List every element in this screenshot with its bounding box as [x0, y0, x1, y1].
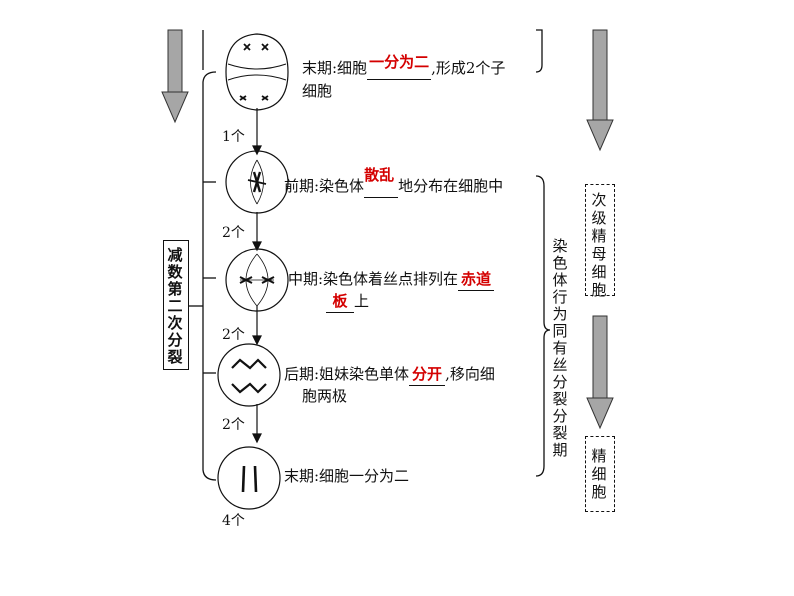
stage-2-line1: 前期:染色体散乱 地分布在细胞中 [284, 166, 504, 198]
secondary-spermatocyte-label: 次级精母细胞 [591, 191, 607, 299]
cell-anaphase-2 [217, 343, 281, 407]
stage-1-suffix: ,形成2个子 [431, 59, 506, 77]
left-down-arrow [161, 29, 189, 124]
stage-3-answer-line2: 板 [326, 290, 354, 313]
right-brace [535, 175, 551, 477]
stage-2-suffix: 地分布在细胞中 [398, 177, 504, 195]
stage-3-line2-suffix: 上 [354, 292, 370, 310]
stage-3-line2: 板上 [326, 290, 369, 313]
count-5: 4个 [222, 513, 245, 529]
sperm-cell-box: 精细胞 [585, 436, 615, 512]
cell-telophase-1 [225, 33, 289, 111]
stage-1-line1: 末期:细胞一分为二 ,形成2个子 [302, 53, 506, 80]
stage-1-blank: 一分为二 [367, 53, 432, 80]
stage-4-answer: 分开 [409, 363, 446, 386]
stage-3-answer: 赤道 [458, 268, 495, 291]
chromosome-behavior-text: 染色体行为同有丝分裂分裂期 [552, 237, 568, 459]
stage-1-prefix: 末期:细胞 [302, 59, 368, 77]
right-down-arrow-middle [586, 315, 614, 430]
left-bracket [188, 71, 217, 481]
count-3: 2个 [222, 327, 245, 343]
right-bracket-top [535, 29, 543, 73]
sperm-cell-label: 精细胞 [591, 447, 607, 501]
stage-4-line1: 后期:姐妹染色单体分开,移向细 [284, 363, 495, 386]
stage-2-answer: 散乱 [364, 166, 395, 184]
stage-1-answer: 一分为二 [369, 53, 430, 71]
cell-prophase-2 [225, 150, 289, 214]
secondary-spermatocyte-box: 次级精母细胞 [585, 184, 615, 299]
meiosis-2-label: 减数第二次分裂 [167, 246, 183, 366]
stage-3-line1: 中期:染色体着丝点排列在赤道 [288, 268, 495, 291]
count-4: 2个 [222, 417, 245, 433]
stage-4-line2: 胞两极 [302, 387, 348, 405]
meiosis-2-label-box: 减数第二次分裂 [163, 240, 189, 370]
cell-metaphase-2 [225, 248, 289, 312]
stage-2-blank: 散乱 [364, 166, 399, 198]
stage-4-prefix: 后期:姐妹染色单体 [284, 365, 410, 383]
count-1: 1个 [222, 129, 245, 145]
stage-4-suffix: ,移向细 [445, 365, 495, 383]
right-down-arrow-top [586, 29, 614, 152]
stage-5-text: 末期:细胞一分为二 [284, 467, 410, 485]
chromosome-behavior-label: 染色体行为同有丝分裂分裂期 [552, 238, 568, 459]
count-2: 2个 [222, 225, 245, 241]
stage-1-line2: 细胞 [302, 82, 333, 100]
stage-2-prefix: 前期:染色体 [284, 177, 365, 195]
cell-telophase-2 [217, 446, 281, 510]
stage-3-prefix: 中期:染色体着丝点排列在 [288, 270, 459, 288]
